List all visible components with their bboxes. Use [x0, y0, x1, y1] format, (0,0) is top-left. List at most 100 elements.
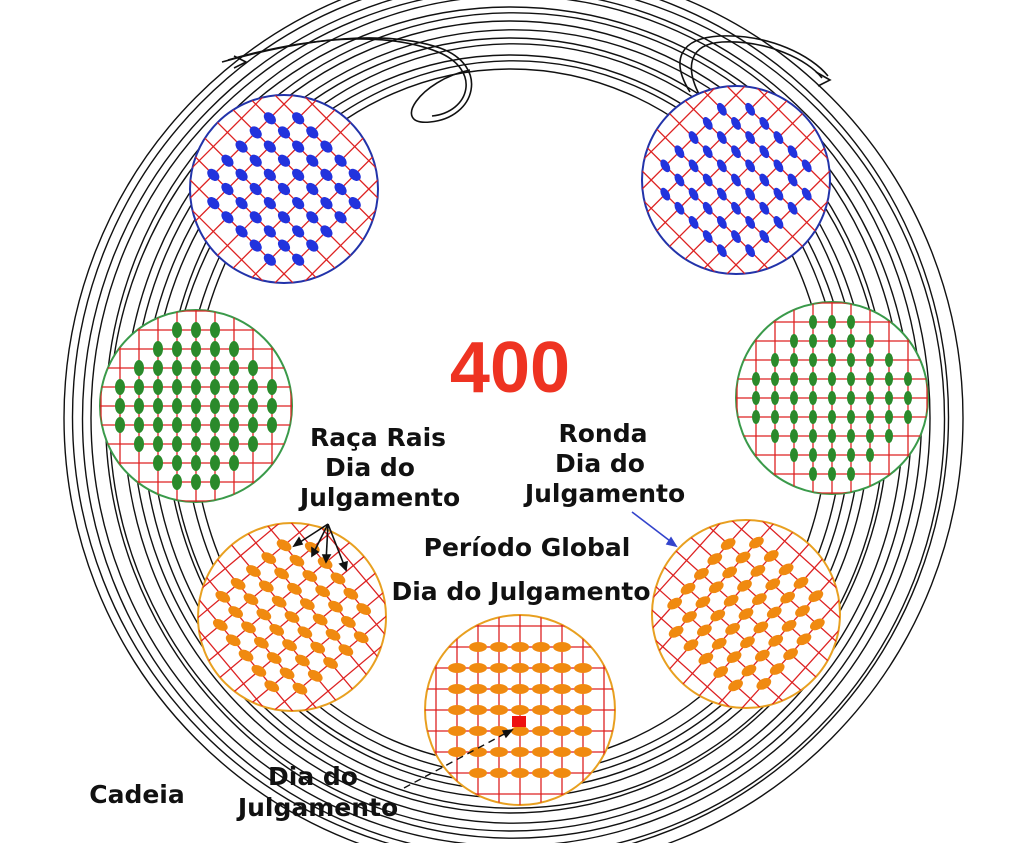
dot — [490, 663, 508, 673]
dot — [334, 211, 347, 224]
dot — [317, 557, 333, 570]
dot — [295, 654, 310, 667]
ring-loop — [81, 0, 946, 843]
dot — [745, 131, 756, 144]
dot — [229, 341, 239, 357]
dot — [511, 726, 529, 736]
dot — [716, 187, 727, 201]
dot — [328, 600, 343, 613]
dot — [292, 225, 305, 238]
dot — [469, 705, 487, 715]
dot — [229, 379, 239, 395]
dot — [809, 353, 817, 367]
dot — [356, 603, 372, 615]
dot — [716, 216, 727, 229]
dot — [334, 182, 347, 196]
dot — [752, 593, 767, 606]
dot — [251, 664, 267, 677]
dot — [338, 644, 354, 657]
dot — [674, 201, 685, 215]
dot — [553, 768, 571, 778]
dot — [809, 467, 817, 481]
dot — [553, 705, 571, 715]
dot — [749, 536, 764, 549]
dot — [490, 642, 508, 652]
dot — [282, 639, 297, 652]
label-periodo-global-line-2: Dia do Julgamento — [391, 577, 650, 606]
dot — [660, 159, 671, 173]
dot — [847, 410, 855, 424]
dot — [235, 225, 248, 238]
dot — [274, 567, 289, 580]
dot — [553, 642, 571, 652]
dot — [115, 379, 125, 395]
dot — [469, 663, 487, 673]
grid-line — [652, 591, 784, 708]
dot — [674, 145, 685, 159]
dot — [711, 637, 727, 650]
dot — [263, 225, 276, 238]
dot — [253, 636, 269, 649]
dot — [809, 429, 817, 443]
dot — [695, 596, 711, 608]
dot — [511, 663, 529, 673]
dot — [172, 398, 182, 414]
dot — [307, 669, 323, 682]
dot — [172, 455, 182, 471]
dot — [448, 747, 466, 757]
dot — [153, 360, 163, 376]
dot — [210, 398, 220, 414]
dot — [172, 379, 182, 395]
dot — [267, 398, 277, 414]
zoom-circle-left — [99, 309, 293, 503]
dot — [277, 154, 291, 167]
dot — [277, 211, 291, 224]
dot — [738, 608, 754, 620]
dot — [299, 598, 315, 611]
dot — [115, 417, 125, 433]
dot — [134, 398, 144, 414]
dot — [674, 173, 685, 187]
dot — [702, 230, 713, 243]
dot — [809, 372, 817, 386]
dot — [866, 448, 874, 462]
dot — [261, 552, 277, 565]
dot — [343, 587, 359, 600]
dot — [787, 201, 798, 215]
dot — [249, 154, 262, 167]
dot — [292, 253, 305, 266]
dot — [172, 322, 182, 338]
dot — [511, 768, 529, 778]
dot — [172, 474, 182, 490]
dot — [256, 608, 272, 621]
dot — [697, 624, 712, 637]
grid-line — [274, 523, 386, 660]
center-number: 400 — [450, 328, 570, 408]
dot — [320, 168, 333, 181]
dot — [790, 448, 798, 462]
dot — [325, 628, 341, 641]
dot — [230, 577, 246, 590]
dot — [737, 579, 752, 592]
dot — [191, 455, 201, 471]
dot — [248, 398, 258, 414]
dot — [448, 663, 466, 673]
dot — [229, 360, 239, 376]
dot — [210, 341, 220, 357]
dot — [134, 436, 144, 452]
dot — [667, 597, 683, 610]
dot — [847, 448, 855, 462]
dot — [702, 173, 713, 187]
individual-marker — [512, 716, 526, 727]
dot — [754, 649, 770, 662]
dot — [809, 618, 825, 631]
dot — [809, 315, 817, 329]
dot — [716, 131, 727, 144]
dot — [771, 372, 779, 386]
dot — [828, 467, 836, 481]
dot — [229, 436, 239, 452]
dot — [153, 379, 163, 395]
dot — [210, 417, 220, 433]
dot — [340, 616, 356, 628]
